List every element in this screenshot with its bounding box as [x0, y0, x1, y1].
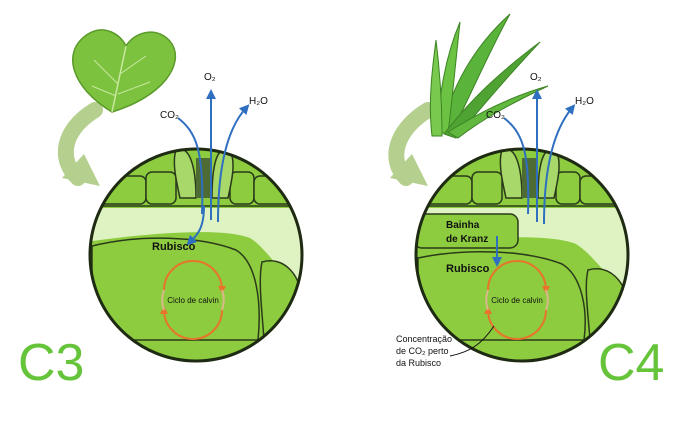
c3-co2-to-rubisco-arrow	[186, 205, 205, 246]
c4-co2-arrow-in	[503, 117, 530, 215]
c4-kranz-label-line1: Bainha	[446, 220, 480, 231]
c4-leaf-cross-section	[414, 147, 630, 363]
c3-h2o-label: H₂O	[249, 96, 268, 107]
c3-calvin-cycle: Ciclo de calvin	[160, 260, 226, 340]
c3-leaf-cross-section	[88, 147, 304, 363]
c3-leaf-icon	[71, 29, 177, 113]
c4-kranz-label-line2: de Kranz	[446, 234, 488, 245]
c4-note-line1: Concentração	[396, 334, 452, 344]
c4-grass-leaf-icon	[429, 13, 549, 139]
c4-h2o-arrow	[543, 104, 576, 225]
c3-panel: CO₂ O₂ H₂O Rubisco Ciclo de calvin C3	[18, 29, 304, 392]
c4-curve-arrow-icon	[388, 102, 436, 186]
c3-calvin-label: Ciclo de calvin	[167, 296, 219, 305]
c4-panel: CO₂ O₂ H₂O Bainha de Kranz Rubisco Ciclo…	[388, 13, 664, 392]
c3-gas-arrows	[177, 89, 250, 246]
c4-gas-arrows	[492, 89, 576, 267]
c3-o2-label: O₂	[204, 72, 216, 83]
c4-calvin-cycle: Ciclo de calvin	[484, 260, 550, 340]
c3-rubisco-label: Rubisco	[152, 241, 196, 253]
c3-co2-arrow-in	[177, 117, 204, 215]
c4-calvin-label: Ciclo de calvin	[491, 296, 543, 305]
c4-h2o-label: H₂O	[575, 96, 594, 107]
c4-title: C4	[598, 334, 664, 392]
c3-curve-arrow-icon	[57, 102, 103, 186]
c4-rubisco-label: Rubisco	[446, 263, 490, 275]
c4-co2-label: CO₂	[486, 110, 505, 121]
c4-annotation-leader-line	[449, 325, 495, 357]
c4-o2-label: O₂	[530, 72, 542, 83]
c4-note-line2: de CO₂ perto	[396, 346, 449, 356]
c3-title: C3	[18, 334, 84, 392]
c4-note-line3: da Rubisco	[396, 358, 441, 368]
c3-h2o-arrow	[217, 104, 250, 223]
c3-co2-label: CO₂	[160, 110, 179, 121]
